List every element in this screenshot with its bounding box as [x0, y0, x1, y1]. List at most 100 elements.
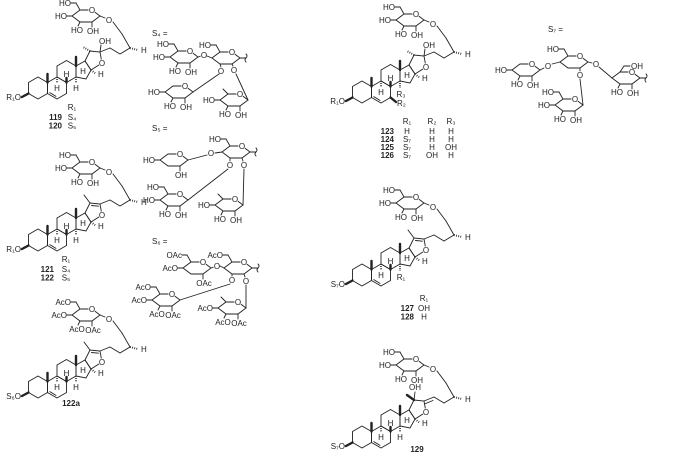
substituent-label: HO [383, 186, 395, 195]
substituent-label: OH [175, 171, 187, 180]
bond [423, 48, 426, 57]
bond [401, 370, 405, 376]
bond [129, 346, 139, 350]
bond [539, 67, 545, 71]
glucose-ring [395, 358, 425, 372]
glucose-ring [559, 55, 589, 69]
table-cell: S₅ [68, 122, 77, 131]
arabinose-ring [159, 153, 189, 167]
substituent-label: HO [554, 115, 566, 124]
table-cell: S₄ [68, 113, 77, 122]
glucose-ring [511, 63, 541, 77]
oxygen-atom: O [423, 63, 429, 72]
bond [242, 168, 245, 206]
substituent-label: AcO [131, 296, 147, 305]
ring-a [28, 375, 48, 399]
substituent-label: OH [185, 68, 197, 77]
table-header: R₂ [428, 117, 437, 126]
bond [423, 202, 430, 206]
bond [121, 185, 131, 201]
bond [617, 83, 621, 89]
oxygen-atom: O [208, 149, 214, 158]
atom-background [576, 52, 584, 60]
table-cell: H [429, 135, 435, 144]
bond [90, 221, 97, 227]
bond [414, 418, 421, 424]
atom-background [231, 195, 239, 203]
atom-background [571, 95, 579, 103]
bond [453, 396, 463, 400]
substituent-label: HO [71, 26, 83, 35]
bond [99, 47, 111, 53]
bond [453, 234, 463, 238]
hydrogen-label: H [141, 198, 147, 207]
atom-background [230, 66, 238, 74]
hydroxyl-label: OH [423, 41, 435, 50]
substituent-label: HO [148, 88, 160, 97]
glycoside-substituent: R₁O [330, 97, 345, 106]
compound-number: 123 [381, 127, 395, 136]
atom-background [168, 290, 176, 298]
bond [49, 391, 57, 396]
bond [83, 194, 91, 204]
atom-background [88, 305, 96, 313]
substituent-label: HO [495, 66, 507, 75]
substituent-label: HO [395, 375, 407, 384]
atom-background [422, 246, 430, 254]
bond [220, 296, 227, 303]
substituent-label: HO [153, 53, 165, 62]
atom-background [213, 262, 221, 270]
bond [175, 62, 179, 68]
hydrogen-label: H [73, 236, 79, 245]
substituent-label: HO [209, 135, 221, 144]
substituent-label: HO [157, 40, 169, 49]
atom-background [98, 59, 106, 67]
bond [227, 254, 233, 263]
bond [558, 91, 564, 100]
substituent-label: OAc [231, 319, 247, 328]
bond [436, 370, 447, 384]
bond [165, 205, 169, 211]
oxygen-atom: O [577, 52, 583, 61]
substituent-label: OH [527, 81, 539, 90]
ring-e [84, 202, 103, 223]
oxygen-atom: O [106, 16, 112, 25]
bond [112, 173, 123, 187]
hydrogen-label: H [141, 345, 147, 354]
rhamnose-ring [214, 198, 244, 212]
glucose-ring [159, 193, 189, 207]
bond [406, 50, 415, 56]
oxygen-atom: O [182, 82, 188, 91]
table-cell: H [429, 127, 435, 136]
atom-background [628, 68, 636, 76]
compound-number: 122a [62, 399, 80, 408]
bond [186, 254, 192, 263]
oxygen-atom: O [241, 161, 247, 170]
bond [443, 396, 455, 404]
oxygen-atom: O [89, 305, 95, 314]
bond [401, 208, 405, 214]
table-header: R₁ [420, 294, 429, 303]
hydrogen-label: H [404, 71, 410, 80]
attachment-point [639, 73, 648, 83]
glycoside-substituent: R₁O [6, 245, 21, 254]
ring-d [75, 359, 92, 379]
bond [445, 220, 455, 236]
oxygen-atom: O [200, 258, 206, 267]
oxygen-atom: O [99, 358, 105, 367]
substituent-label: HO [547, 45, 559, 54]
bond [99, 346, 111, 352]
glucose-ring [395, 13, 425, 27]
bond [243, 273, 246, 278]
bond [413, 391, 416, 401]
atom-background [528, 60, 536, 68]
r-group-label: R₁ [397, 273, 406, 282]
substituent-label: HO [511, 80, 523, 89]
compound-number: 126 [381, 151, 395, 160]
attachment-point [239, 53, 248, 63]
hydrogen-label: H [388, 257, 394, 266]
bond [563, 48, 569, 57]
bond [423, 234, 435, 240]
table-cell: S₇ [403, 151, 411, 160]
bond [433, 396, 445, 404]
